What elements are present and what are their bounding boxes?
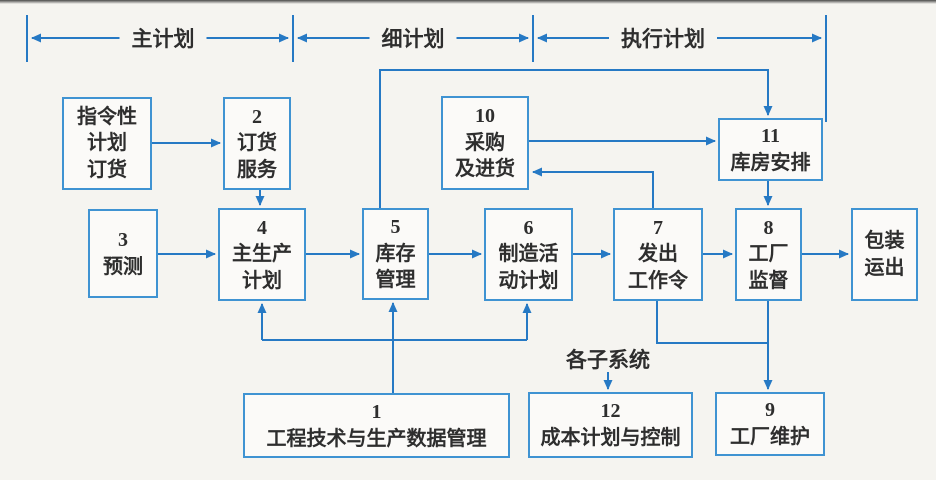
box-packing-shipping: 包装 运出 <box>851 208 918 301</box>
box-1-engineering-production-data: 1 工程技术与生产数据管理 <box>243 393 510 458</box>
box-2-order-service: 2 订货 服务 <box>223 97 291 190</box>
box-6-manufacturing-activity-plan: 6 制造活 动计划 <box>484 208 573 301</box>
box-10-purchasing-receiving: 10 采购 及进货 <box>441 96 529 190</box>
arrow-5-to-11 <box>379 69 773 208</box>
box-5-inventory-management: 5 库存 管理 <box>362 208 429 300</box>
arrow-7-to-10 <box>532 167 654 208</box>
label-subsystems: 各子系统 <box>566 348 650 372</box>
box-7-issue-work-orders: 7 发出 工作令 <box>613 208 703 301</box>
phase-label-detailed-plan: 细计划 <box>369 23 457 53</box>
phase-label-master-plan: 主计划 <box>119 23 207 53</box>
box-12-cost-planning-control: 12 成本计划与控制 <box>528 392 693 458</box>
line-7-join-8 <box>656 301 768 344</box>
box-11-warehouse-arrangement: 11 库房安排 <box>718 118 823 181</box>
box-3-forecast: 3 预测 <box>88 209 158 298</box>
phase-label-execution-plan: 执行计划 <box>609 23 717 53</box>
box-8-factory-supervision: 8 工厂 监督 <box>735 208 802 301</box>
box-9-factory-maintenance: 9 工厂维护 <box>715 392 825 456</box>
box-4-master-production-plan: 4 主生产 计划 <box>218 208 306 301</box>
box-directive-plan-orders: 指令性 计划 订货 <box>62 97 152 190</box>
